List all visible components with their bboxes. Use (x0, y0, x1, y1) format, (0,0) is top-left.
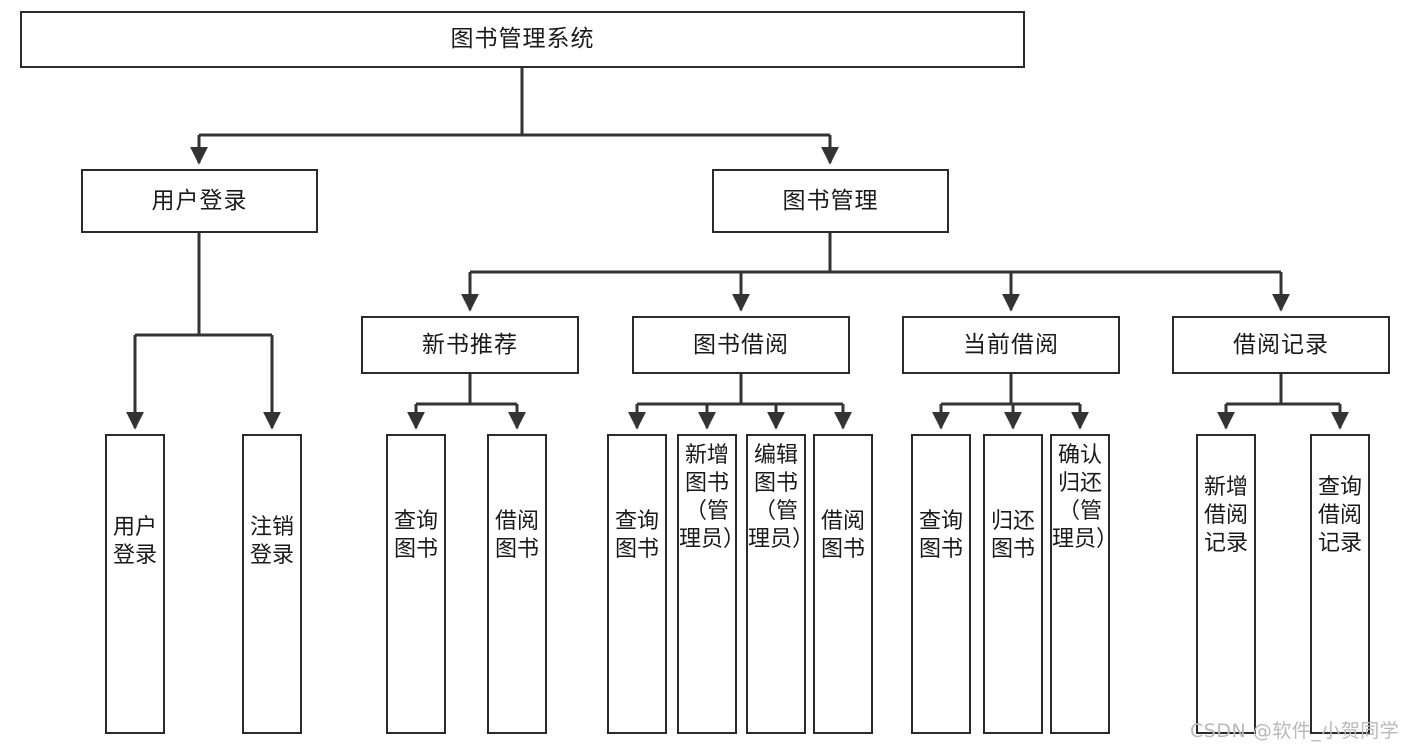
node-return-book-label: 归还图书 (990, 509, 1035, 563)
node-return-book[interactable]: 归还图书 (983, 434, 1043, 734)
node-user-login-label: 用户登录 (151, 187, 248, 214)
node-root[interactable]: 图书管理系统 (20, 11, 1025, 68)
node-query-book-1-label: 查询图书 (393, 509, 438, 563)
node-current-borrow[interactable]: 当前借阅 (902, 316, 1120, 374)
node-borrow-book-1[interactable]: 借阅图书 (487, 434, 547, 734)
node-user-logout-leaf[interactable]: 注销登录 (242, 434, 302, 734)
node-user-login[interactable]: 用户登录 (81, 169, 318, 233)
node-borrow-book-2-label: 借阅图书 (820, 509, 865, 563)
node-borrow-records-label: 借阅记录 (1233, 331, 1329, 358)
node-edit-book-admin-label: 编辑图书（管理员） (748, 443, 815, 553)
node-query-borrow-record-label: 查询借阅记录 (1317, 475, 1362, 557)
node-book-management[interactable]: 图书管理 (712, 169, 949, 233)
node-book-borrow[interactable]: 图书借阅 (632, 316, 850, 374)
node-book-borrow-label: 图书借阅 (693, 331, 789, 358)
node-query-book-2-label: 查询图书 (614, 509, 659, 563)
node-edit-book-admin[interactable]: 编辑图书（管理员） (746, 434, 815, 734)
node-user-login-leaf-label: 用户登录 (112, 515, 157, 569)
node-add-borrow-record-label: 新增借阅记录 (1203, 475, 1248, 557)
node-user-login-leaf[interactable]: 用户登录 (105, 434, 165, 734)
node-confirm-return-admin[interactable]: 确认归还（管理员） (1050, 434, 1119, 734)
node-borrow-book-1-label: 借阅图书 (494, 509, 539, 563)
node-query-book-2[interactable]: 查询图书 (607, 434, 667, 734)
node-borrow-book-2[interactable]: 借阅图书 (813, 434, 873, 734)
node-root-label: 图书管理系统 (450, 26, 595, 52)
node-query-borrow-record[interactable]: 查询借阅记录 (1310, 434, 1370, 734)
node-new-book-recommend-label: 新书推荐 (422, 331, 518, 358)
node-add-book-admin[interactable]: 新增图书（管理员） (677, 434, 746, 734)
node-query-book-3[interactable]: 查询图书 (911, 434, 971, 734)
node-current-borrow-label: 当前借阅 (963, 331, 1059, 358)
node-query-book-3-label: 查询图书 (918, 509, 963, 563)
node-book-management-label: 图书管理 (782, 187, 879, 214)
node-add-book-admin-label: 新增图书（管理员） (679, 443, 746, 553)
node-borrow-records[interactable]: 借阅记录 (1172, 316, 1390, 374)
node-new-book-recommend[interactable]: 新书推荐 (361, 316, 579, 374)
csdn-watermark: CSDN @软件_小贺同学 (1190, 720, 1400, 742)
node-add-borrow-record[interactable]: 新增借阅记录 (1196, 434, 1256, 734)
node-query-book-1[interactable]: 查询图书 (386, 434, 446, 734)
node-confirm-return-admin-label: 确认归还（管理员） (1052, 443, 1119, 553)
node-user-logout-leaf-label: 注销登录 (249, 515, 294, 569)
